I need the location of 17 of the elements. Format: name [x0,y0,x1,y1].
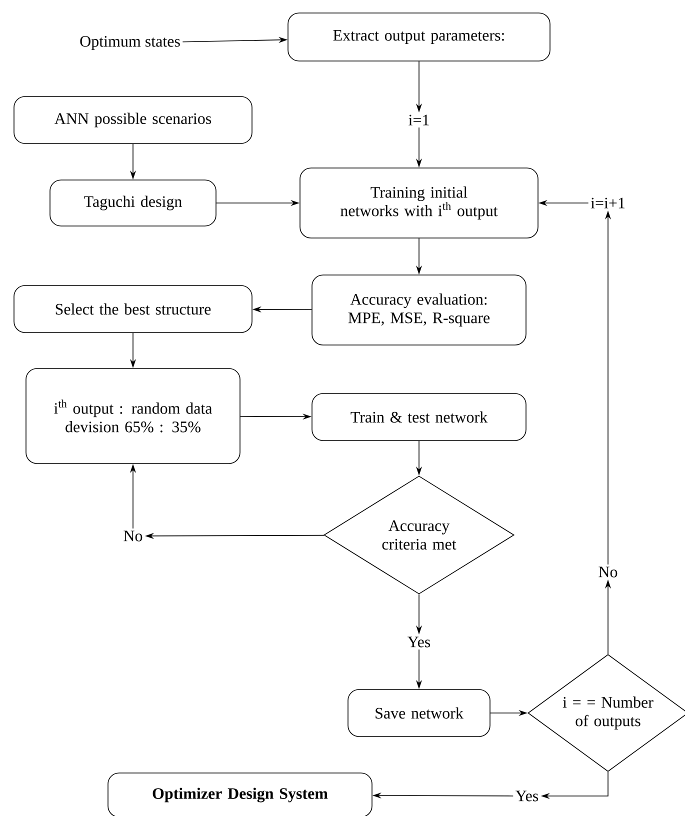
flow-text: Yes [408,636,430,648]
flow-text: No [598,566,618,578]
process-box: Extract output parameters: [288,12,550,62]
process-box: Select the best structure [14,285,252,333]
process-box: Train & test network [312,393,526,441]
process-box: Training initial networks with i$^{th}$ output [300,168,538,238]
process-box: ANN possible scenarios [14,96,252,144]
flow-text: i=1 [408,114,429,126]
flow-text: Yes [516,790,538,802]
flow-text: Optimum states [80,36,180,50]
process-box: i$^{th}$ output : random data devision 65% : 35% [26,368,240,464]
process-box: Accuracy evaluation: MPE, MSE, R-square [312,274,526,346]
process-box: Taguchi design [50,180,216,226]
process-box: Save network [348,689,490,737]
flow-text: No [124,530,142,542]
flow-text: i=i+1 [590,198,625,208]
process-box: Optimizer Design System [108,772,372,816]
